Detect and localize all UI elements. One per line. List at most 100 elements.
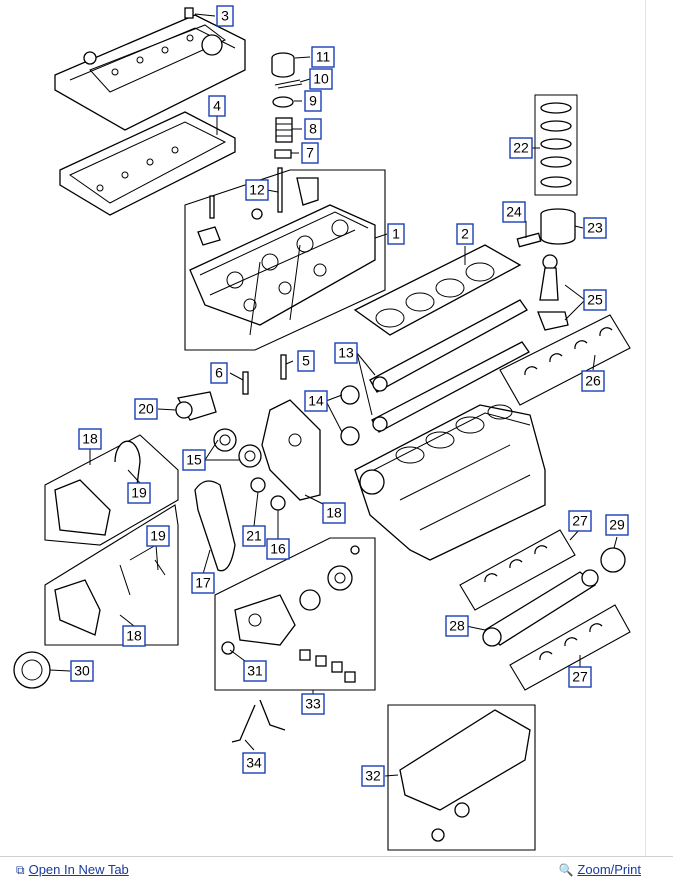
part-cylinder-head	[189, 195, 376, 336]
callout-box	[309, 68, 333, 90]
callout-box	[301, 693, 325, 715]
callout-18: 18	[122, 625, 146, 647]
callout-box	[242, 752, 266, 774]
part-tensioner	[250, 477, 266, 493]
callout-box	[122, 625, 146, 647]
part-connecting-rod	[537, 254, 569, 331]
callout-18: 18	[78, 428, 102, 450]
part-main-bearings-lower	[509, 604, 631, 691]
callout-3: 3	[216, 5, 234, 27]
callout-12: 12	[245, 179, 269, 201]
callout-box	[78, 428, 102, 450]
callout-11: 11	[311, 46, 335, 68]
callout-4: 4	[208, 95, 226, 117]
callout-8: 8	[304, 118, 322, 140]
callout-box	[304, 390, 328, 412]
callout-box	[210, 362, 228, 384]
callout-box	[297, 350, 315, 372]
callout-box	[334, 342, 358, 364]
callout-number: 32	[365, 768, 381, 784]
callout-20: 20	[134, 398, 158, 420]
callout-box	[242, 525, 266, 547]
callout-box	[216, 5, 234, 27]
callout-number: 28	[449, 618, 465, 634]
footer-bar: ⧉Open In New Tab 🔍Zoom/Print	[0, 856, 673, 877]
callout-number: 26	[585, 373, 601, 389]
part-head-bolt	[280, 354, 287, 380]
callout-7: 7	[301, 142, 319, 164]
callout-number: 14	[308, 393, 324, 409]
part-cam-seal-lower	[340, 426, 360, 446]
callout-box	[301, 142, 319, 164]
callout-25: 25	[583, 289, 607, 311]
callout-box	[361, 765, 385, 787]
callout-box	[605, 514, 629, 536]
callout-number: 3	[221, 8, 229, 24]
callout-18: 18	[322, 502, 346, 524]
callout-number: 27	[572, 669, 588, 685]
callout-5: 5	[297, 350, 315, 372]
callout-19: 19	[146, 525, 170, 547]
part-dowel	[242, 371, 249, 395]
zoom-print-link[interactable]: 🔍Zoom/Print	[558, 862, 641, 877]
callout-number: 4	[213, 98, 221, 114]
callout-number: 30	[74, 663, 90, 679]
callout-number: 23	[587, 220, 603, 236]
callout-box	[182, 449, 206, 471]
part-cam-seal-upper	[340, 385, 360, 405]
callout-number: 11	[316, 49, 331, 65]
callout-number: 25	[587, 292, 603, 308]
part-engine-block	[354, 404, 546, 561]
callout-number: 8	[309, 121, 317, 137]
callout-19: 19	[127, 482, 151, 504]
callout-number: 31	[247, 663, 263, 679]
callout-number: 12	[249, 182, 265, 198]
callout-box	[243, 660, 267, 682]
callout-box	[387, 223, 405, 245]
callout-number: 22	[513, 140, 529, 156]
callout-10: 10	[309, 68, 333, 90]
callout-number: 21	[246, 528, 262, 544]
callout-26: 26	[581, 370, 605, 392]
callout-27: 27	[568, 510, 592, 532]
callout-box	[581, 370, 605, 392]
part-oil-pickup	[231, 699, 286, 743]
callout-27: 27	[568, 666, 592, 688]
callout-number: 18	[326, 505, 342, 521]
callout-number: 34	[246, 755, 262, 771]
part-crank-pulley	[13, 651, 51, 689]
callout-9: 9	[304, 90, 322, 112]
callout-14: 14	[304, 390, 328, 412]
magnifier-icon: 🔍	[558, 863, 574, 877]
callout-number: 9	[309, 93, 317, 109]
callout-23: 23	[583, 217, 607, 239]
callout-number: 13	[338, 345, 354, 361]
callout-34: 34	[242, 752, 266, 774]
part-head-gasket	[353, 244, 522, 336]
callout-box	[134, 398, 158, 420]
callout-13: 13	[334, 342, 358, 364]
callout-31: 31	[243, 660, 267, 682]
callout-number: 1	[392, 226, 400, 242]
callout-box	[568, 666, 592, 688]
part-piston-rings	[534, 94, 578, 196]
callout-box	[322, 502, 346, 524]
part-upper-timing-cover	[44, 434, 179, 546]
open-in-new-tab-link[interactable]: ⧉Open In New Tab	[16, 862, 129, 878]
callout-box	[266, 538, 290, 560]
part-rear-main-seal	[600, 547, 626, 573]
leader-lines	[49, 13, 618, 777]
part-rear-timing-cover	[261, 399, 321, 501]
callout-21: 21	[242, 525, 266, 547]
callout-box	[583, 217, 607, 239]
callout-box	[445, 615, 469, 637]
callout-box	[304, 118, 322, 140]
callout-box	[509, 137, 533, 159]
callout-24: 24	[502, 201, 526, 223]
callout-box	[456, 223, 474, 245]
callout-number: 29	[609, 517, 625, 533]
callout-6: 6	[210, 362, 228, 384]
group-cylinder-head	[184, 169, 386, 351]
part-oil-pan	[387, 704, 536, 851]
